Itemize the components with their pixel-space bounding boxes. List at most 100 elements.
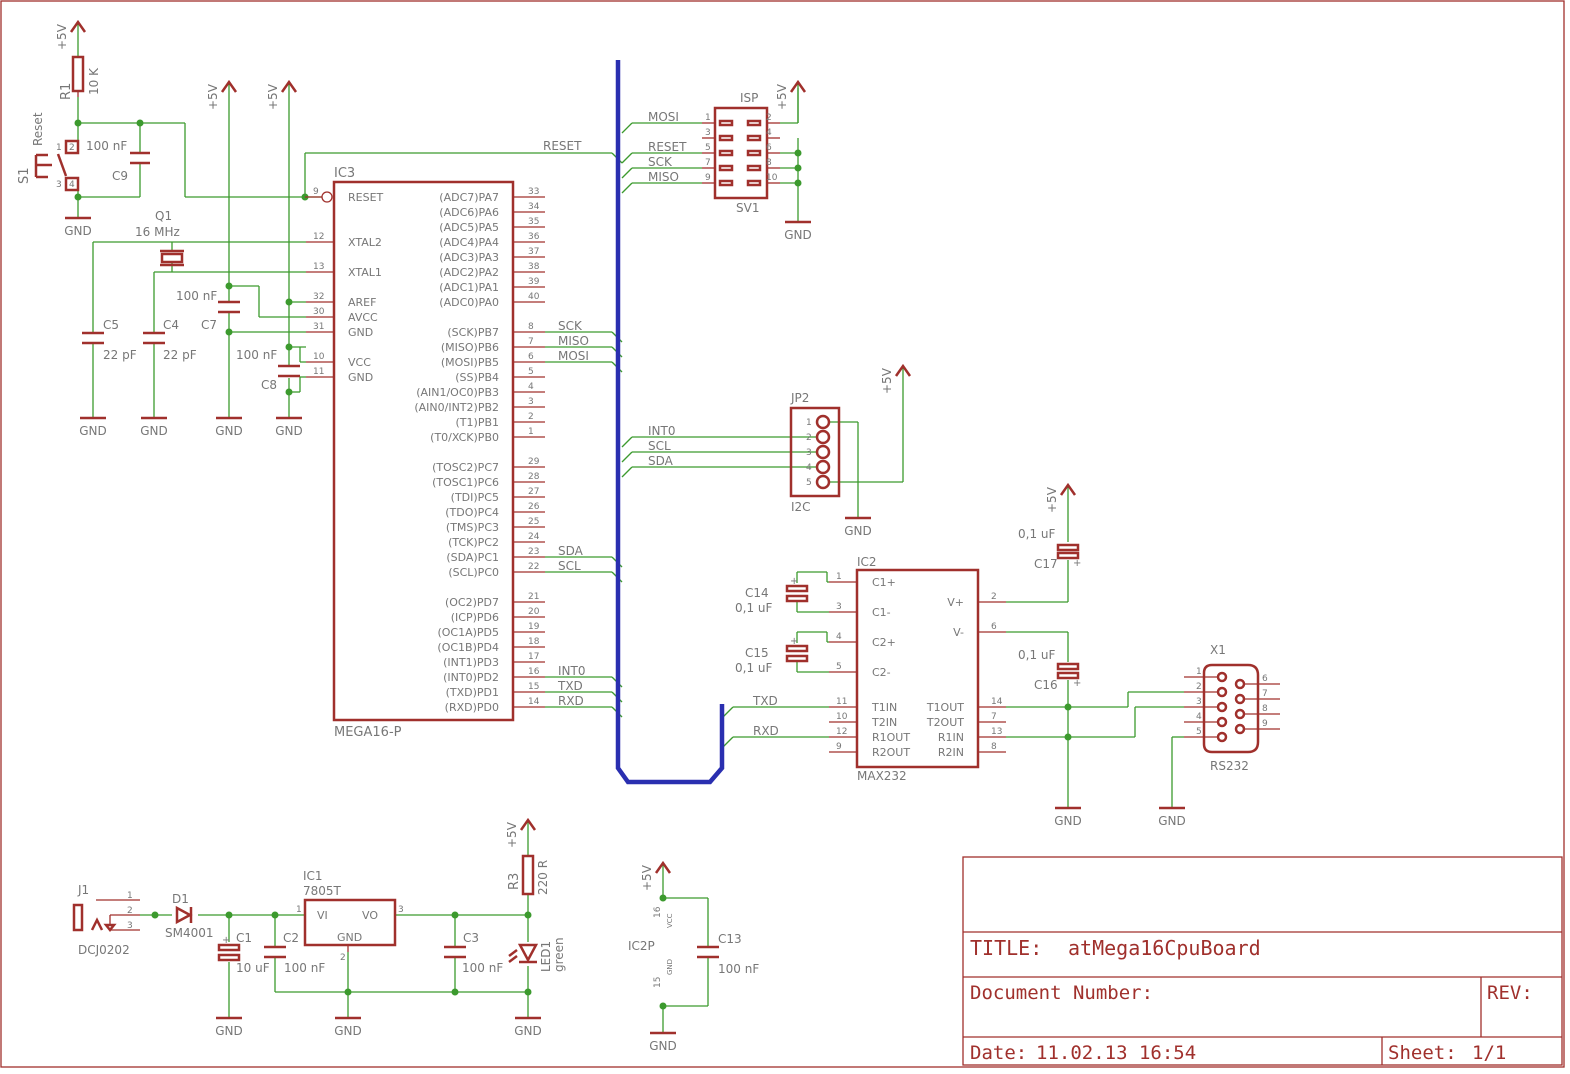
isp-net-label: MOSI (648, 110, 679, 124)
mcu-pin-number: 26 (528, 502, 540, 512)
ic1-value: 7805T (303, 884, 342, 898)
mcu-pin-number: 24 (528, 532, 540, 542)
mcu-pin-name: (ADC2)PA2 (439, 266, 499, 279)
mcu-pin-number: 22 (528, 562, 539, 572)
ground-label: GND (1158, 814, 1186, 828)
mcu-pin-name: (MISO)PB6 (441, 341, 499, 354)
supply-symbol: +5V (55, 19, 87, 57)
ground-symbol: GND (784, 220, 812, 242)
q1-name: Q1 (155, 209, 172, 223)
mcu-pin-number: 17 (528, 652, 539, 662)
supply-symbol: +5V (1045, 482, 1077, 513)
mcu-pin-number: 37 (528, 247, 539, 257)
rs232-pin-number: 2 (1196, 682, 1202, 692)
mcu-pin-name: AREF (348, 296, 376, 309)
supply-symbols: +5V+5V+5V+5V+5V+5V+5V+5V (55, 19, 1077, 891)
mcu-pin-name: (TCK)PC2 (448, 536, 499, 549)
r3-name: R3 (507, 873, 522, 890)
supply-label: +5V (206, 83, 220, 110)
ground-label: GND (514, 1024, 542, 1038)
mcu-pin-name: (ADC7)PA7 (439, 191, 499, 204)
isp-pin-number: 10 (766, 173, 778, 183)
ground-symbol: GND (275, 416, 303, 438)
mcu-net-label: TXD (557, 679, 583, 693)
c4-name: C4 (163, 318, 179, 332)
date-value: 11.02.13 16:54 (1036, 1042, 1196, 1064)
ic1-vi: VI (317, 909, 328, 922)
ground-label: GND (215, 1024, 243, 1038)
max232-pin-number: 10 (836, 712, 848, 722)
c2-name: C2 (283, 931, 299, 945)
mcu-pin-name: RESET (348, 191, 384, 204)
mcu-pin-name: (OC1B)PD4 (437, 641, 499, 654)
ground-label: GND (140, 424, 168, 438)
mcu-pin-number: 40 (528, 292, 540, 302)
c3-value: 100 nF (462, 961, 503, 975)
c17-value: 0,1 uF (1018, 527, 1056, 541)
mcu-pin-number: 1 (528, 427, 534, 437)
rs232-pin-number: 6 (1262, 674, 1268, 684)
mcu-pin-number: 7 (528, 337, 534, 347)
max232-pin-number: 12 (836, 727, 847, 737)
max232-pin-name: C2+ (872, 636, 896, 649)
mcu-pin-number: 4 (528, 382, 534, 392)
mcu-pin-number: 14 (528, 697, 540, 707)
max232-pin-number: 3 (836, 602, 842, 612)
max232-pin-name: C1+ (872, 576, 896, 589)
ic2p-vcc: VCC (666, 913, 674, 928)
isp-pin-number: 6 (766, 143, 772, 153)
max232-pin-name: R1IN (938, 731, 964, 744)
max232-pin-number: 6 (991, 622, 997, 632)
c8-name: C8 (261, 378, 277, 392)
i2c-pin-number: 1 (806, 418, 812, 428)
isp-reset-net: RESET (543, 139, 582, 153)
mcu-pin-number: 13 (313, 262, 324, 272)
supply-label: +5V (55, 23, 69, 50)
rs232-pin-number: 3 (1196, 697, 1202, 707)
mcu-pin-number: 15 (528, 682, 539, 692)
isp-pin-number: 3 (705, 128, 711, 138)
crystal-circuit: Q1 16 MHz C5 22 pF C4 22 pF 100 nF C7 10… (82, 209, 300, 392)
c5-name: C5 (103, 318, 119, 332)
ground-label: GND (215, 424, 243, 438)
mcu-pin-name: (SS)PB4 (455, 371, 499, 384)
j1-name: J1 (77, 883, 89, 897)
mcu-pin-name: (TDI)PC5 (451, 491, 499, 504)
max232-pin-number: 13 (991, 727, 1002, 737)
date-label: Date: (970, 1042, 1027, 1064)
max232-pin-name: T2IN (871, 716, 897, 729)
c13-name: C13 (718, 932, 742, 946)
mcu-pin-name: XTAL1 (348, 266, 382, 279)
c9-name: C9 (112, 169, 128, 183)
isp-pin-number: 1 (705, 113, 711, 123)
mcu-pin-number: 10 (313, 352, 325, 362)
c7-name: C7 (201, 318, 217, 332)
mcu-pin-number: 38 (528, 262, 540, 272)
mcu-pin-number: 32 (313, 292, 324, 302)
mcu-net-label: MISO (558, 334, 589, 348)
max232-rxd-net: RXD (753, 724, 779, 738)
isp-ref: SV1 (736, 201, 759, 215)
mcu-pin-name: GND (348, 326, 373, 339)
max232-pin-number: 8 (991, 742, 997, 752)
ic1-pin3: 3 (398, 905, 404, 915)
i2c-pin-number: 3 (806, 448, 812, 458)
mcu-pin-number: 30 (313, 307, 325, 317)
supply-symbol: +5V (880, 363, 912, 394)
mcu-net-label: SCL (558, 559, 581, 573)
mcu-pin-name: (ADC0)PA0 (439, 296, 499, 309)
x1-name: X1 (1210, 643, 1226, 657)
ground-label: GND (275, 424, 303, 438)
max232-pin-name: V- (953, 626, 964, 639)
isp-pin-number: 4 (766, 128, 772, 138)
mcu-pin-name: (TMS)PC3 (446, 521, 499, 534)
ground-symbol: GND (844, 516, 872, 538)
svg-text:4: 4 (69, 180, 75, 190)
mcu-pin-number: 25 (528, 517, 539, 527)
max232-pin-name: V+ (947, 596, 964, 609)
